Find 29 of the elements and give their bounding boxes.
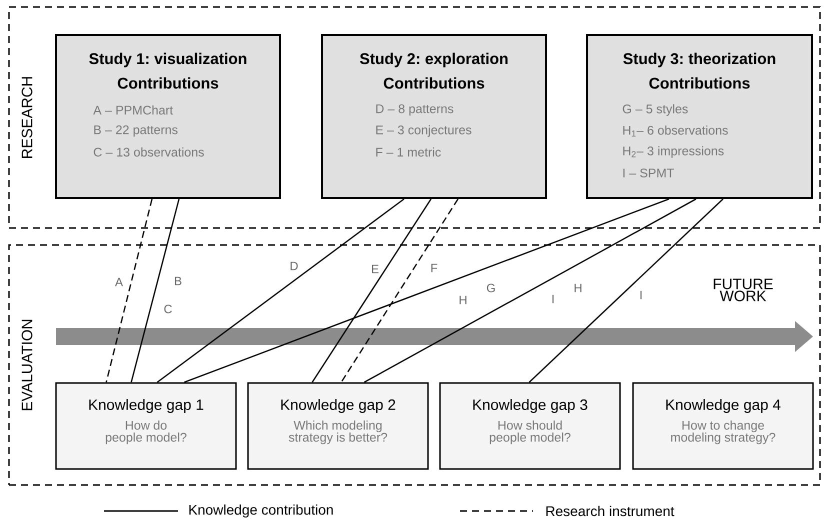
gap-box: Knowledge gap 3 How should people model? [439,382,621,470]
edge-label: B [173,276,183,286]
study-box: Study 3: theorization Contributions G – 5 styles H$_{1}$– 6 observations H$_{2}$– 3 impressions I – SPMT [586,34,813,199]
legend-label: Knowledge contribution [189,504,333,518]
line-letter: H [572,282,584,294]
connector-line [528,198,724,383]
line-letter: C [162,304,174,314]
connector-line [184,198,670,383]
edge-label: D [288,260,300,272]
edge-label: I [550,294,556,304]
line-letter: G [485,282,497,294]
edge-label: F [429,262,439,274]
edge-label: H [458,294,468,306]
gap-box: Knowledge gap 1 How do people model? [55,382,237,470]
edge-label: A [114,276,124,288]
edge-label: I [638,290,644,300]
study-box: Study 1: visualization Contributions A – PPMChart B – 22 patterns C – 13 observations [55,34,281,199]
legend-label: Research instrument [546,506,674,516]
gap-box: Knowledge gap 2 Which modeling strategy is better? [247,382,429,470]
study-box: Study 2: exploration Contributions D – 8 patterns E – 3 conjectures F – 1 metric [321,34,547,199]
connector-line [312,198,432,383]
connector-line [156,198,404,383]
arrow-label: FUTURE WORK [714,278,773,302]
connector-line [340,198,459,383]
edge-label: E [370,264,380,274]
connector-line [130,198,180,382]
gap-box: Knowledge gap 4 How to change modeling strategy? [632,382,814,470]
connector-line [106,198,153,382]
connector-line [364,198,696,383]
